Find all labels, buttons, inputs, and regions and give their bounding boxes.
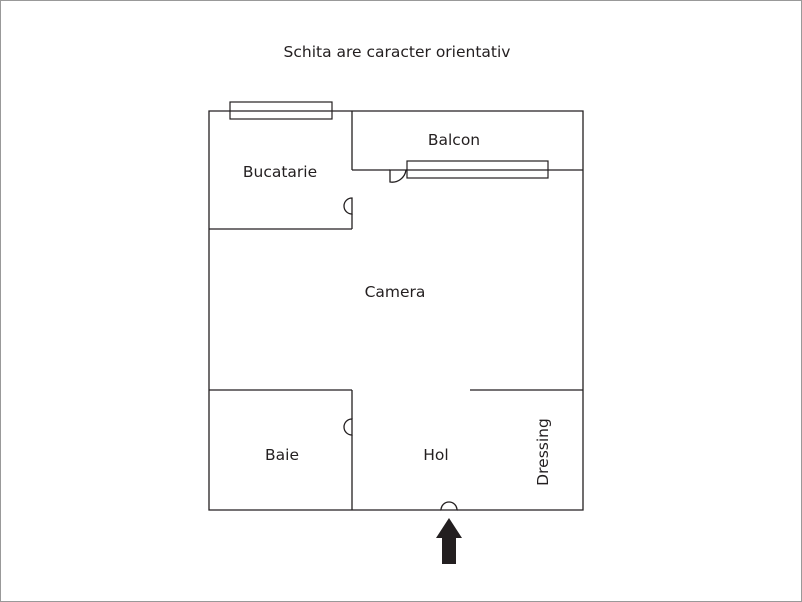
balcony-door-icon [389,169,407,183]
room-label-camera: Camera [365,283,426,301]
room-label-balcon: Balcon [428,131,480,149]
kitchen-door-icon [343,197,353,215]
entrance-door-icon [440,501,458,511]
room-label-bucatarie: Bucatarie [243,163,317,181]
room-label-dressing: Dressing [534,418,552,486]
windows [229,101,549,179]
arrow-up-icon [436,518,462,564]
diagram-title: Schita are caracter orientativ [284,43,511,61]
room-label-baie: Baie [265,446,299,464]
outer-wall [208,110,584,511]
room-labels: Balcon Bucatarie Camera Baie Hol Dressin… [243,131,552,486]
bathroom-door-icon [343,418,353,436]
room-label-hol: Hol [423,446,448,464]
doors [343,169,458,511]
